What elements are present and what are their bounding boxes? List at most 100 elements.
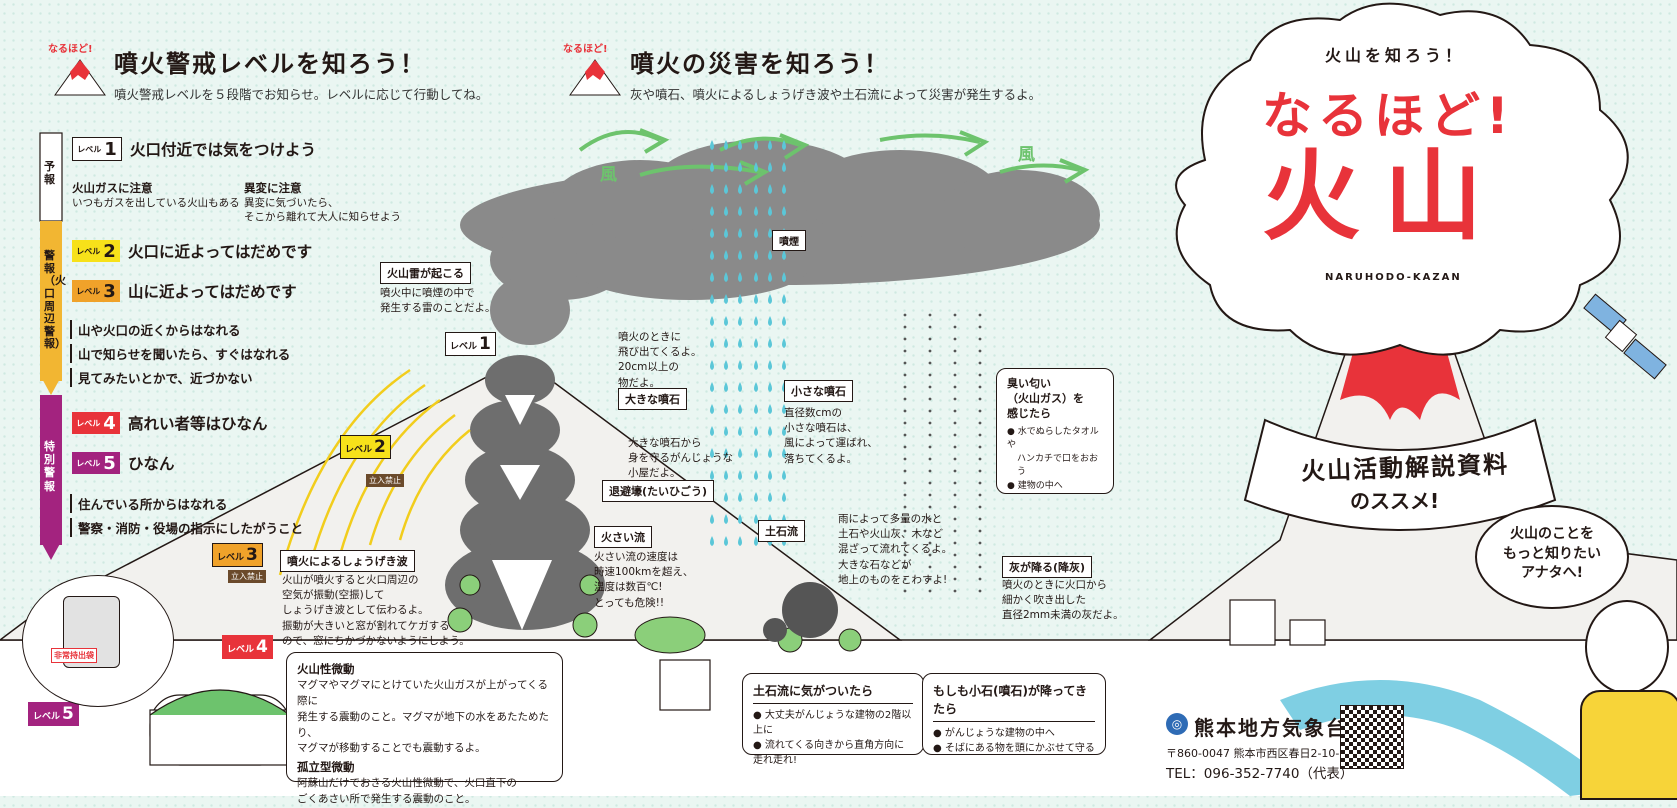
ash-dot (928, 505, 932, 509)
rain-drop (782, 360, 786, 370)
qr-code[interactable] (1340, 705, 1404, 769)
rain-drop (738, 162, 742, 172)
ash-dot (903, 505, 907, 509)
change-warning-desc1: 異変に気づいたら、 (244, 197, 339, 209)
section1-subtitle: 噴火警戒レベルを５段階でお知らせ。レベルに応じて行動してね。 (114, 87, 489, 102)
rain-drop (782, 316, 786, 326)
shockwave-label: 噴火によるしょうげき波 (280, 550, 415, 572)
rain-drop (710, 470, 714, 480)
ash-dot (978, 433, 982, 437)
rain-drop (782, 470, 786, 480)
ash-dot (903, 313, 907, 317)
ash-dot (953, 313, 957, 317)
rain-drop (768, 250, 772, 260)
ash-dot (903, 481, 907, 485)
rain-drop (768, 448, 772, 458)
ash-dot (903, 445, 907, 449)
small-stone-desc: 直径数cmの小さな噴石は、風によって運ばれ、落ちてくるよ。 (784, 407, 878, 465)
rain-drop (754, 382, 758, 392)
rain-drop (754, 184, 758, 194)
rain-drop (754, 360, 758, 370)
ash-dot (978, 385, 982, 389)
rain-drop (768, 272, 772, 282)
rain-drop (768, 492, 772, 502)
ash-dot (978, 421, 982, 425)
change-warning-title: 異変に注意 (244, 181, 302, 195)
rain-drop (710, 316, 714, 326)
rain-drop (724, 316, 728, 326)
ash-dot (953, 457, 957, 461)
ash-dot (928, 541, 932, 545)
rain-drop (724, 250, 728, 260)
rain-drop (710, 404, 714, 414)
bomb-desc: 噴火のときに飛び出てくるよ。20cm以上の物だよ。 (618, 331, 702, 389)
rain-drop (710, 294, 714, 304)
no-entry-sign-1: 立入禁止 (366, 474, 404, 487)
gas-warning-desc: いつもガスを出している火山もある (72, 197, 240, 209)
rain-drop (738, 316, 742, 326)
rain-drop (710, 206, 714, 216)
special-line-1: 住んでいる所からはなれる (70, 494, 227, 513)
rain-drop (724, 426, 728, 436)
rain-drop (782, 294, 786, 304)
ash-dot (953, 433, 957, 437)
trees (447, 574, 862, 654)
ash-dot (953, 469, 957, 473)
level-5-text: ひなん (128, 455, 175, 473)
rain-drop (738, 492, 742, 502)
rain-drop (738, 404, 742, 414)
emergency-bag-bubble: 非常持出袋 (22, 575, 174, 707)
rain-drop (768, 382, 772, 392)
level-1-text: 火口付近では気をつけよう (130, 141, 317, 159)
rain-drop (724, 294, 728, 304)
stone-tips-card: もしも小石(噴石)が降ってきたら ● がんじょうな建物の中へ ● そばにある物を… (922, 673, 1106, 755)
section1-title: 噴火警戒レベルを知ろう！ (114, 50, 426, 78)
rain-drop (782, 250, 786, 260)
rain-drop (754, 492, 758, 502)
ash-dot (928, 577, 932, 581)
rain-drop (710, 536, 714, 546)
wind-label-2: 風 (1018, 145, 1035, 165)
rain-drop (738, 294, 742, 304)
rain-drop (724, 140, 728, 150)
rain-drop (738, 514, 742, 524)
ash-dot (978, 373, 982, 377)
rain-drop (754, 514, 758, 524)
shelter-desc: 大きな噴石から身を守るがんじょうな小屋だよ。 (628, 437, 733, 480)
ash-dot (903, 361, 907, 365)
section2-subtitle: 灰や噴石、噴火によるしょうげき波や土石流によって災害が発生するよ。 (630, 87, 1042, 102)
ash-dot (928, 433, 932, 437)
ash-dot (903, 421, 907, 425)
cover-band-text-2: のススメ! (1350, 489, 1440, 513)
ash-dot (928, 481, 932, 485)
ash-dot (903, 433, 907, 437)
ash-dot (978, 349, 982, 353)
ash-dot (903, 589, 907, 593)
rain-drop (768, 404, 772, 414)
pyroclastic-desc: 火さい流の速度は時速100kmを超え、温度は数百℃!とっても危険!! (594, 551, 694, 609)
rain-drop (768, 470, 772, 480)
ash-dot (928, 469, 932, 473)
ash-dot (928, 361, 932, 365)
rain-drop (710, 162, 714, 172)
rain-drop (724, 382, 728, 392)
rain-drop (768, 228, 772, 238)
big-stone-label: 大きな噴石 (618, 388, 687, 410)
rain-drop (768, 140, 772, 150)
rain-drop (754, 250, 758, 260)
ash-dot (978, 337, 982, 341)
ash-dot (928, 553, 932, 557)
ash-dot (928, 529, 932, 533)
change-warning-desc2: そこから離れて大人に知らせよう (244, 211, 401, 223)
rain-drop (738, 470, 742, 480)
rain-drop (724, 514, 728, 524)
rain-drop (724, 492, 728, 502)
rain-drop (768, 316, 772, 326)
rain-drop (724, 206, 728, 216)
